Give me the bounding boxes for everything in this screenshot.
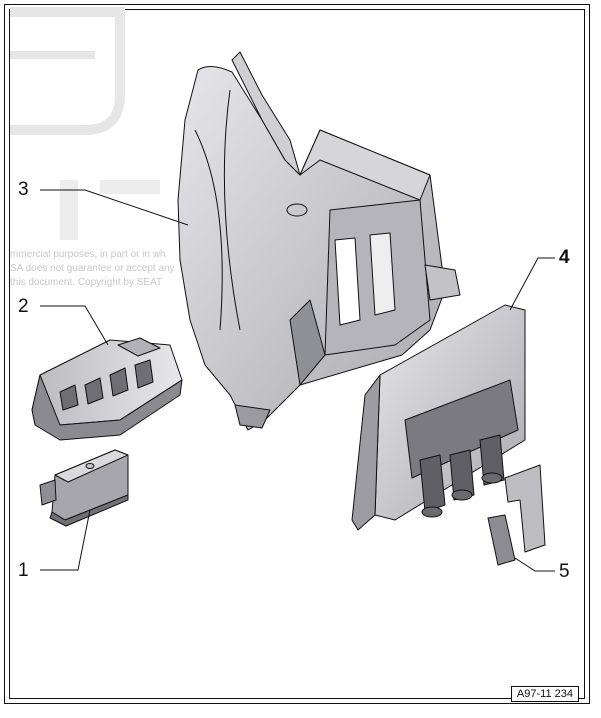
part-4-electronic-module <box>351 304 526 531</box>
watermark-line-1: mmercial purposes, in part or in wh <box>10 249 166 260</box>
callout-1: 1 <box>18 560 29 581</box>
leader-line-2 <box>40 305 109 346</box>
inner-frame <box>9 9 585 699</box>
callout-3: 3 <box>18 179 29 200</box>
callout-5: 5 <box>559 561 570 582</box>
leader-line-1 <box>40 509 91 571</box>
part-5-holder-clip <box>487 464 546 566</box>
leader-line-4 <box>509 257 555 311</box>
figure-reference-label: A97-11 234 <box>510 686 579 702</box>
leader-lines <box>40 189 555 572</box>
part-3-bracket-housing <box>177 51 461 431</box>
callout-4: 4 <box>559 247 570 268</box>
leader-line-3 <box>40 189 189 226</box>
watermark-line-3: this document. Copyright by SEAT <box>10 277 163 288</box>
outer-frame <box>4 4 590 704</box>
part-1-control-unit <box>39 449 129 527</box>
callout-2: 2 <box>18 296 29 317</box>
leader-line-5 <box>514 557 555 572</box>
part-2-relay-carrier <box>31 337 183 441</box>
watermark-line-2: SA does not guarantee or accept any <box>10 263 175 274</box>
